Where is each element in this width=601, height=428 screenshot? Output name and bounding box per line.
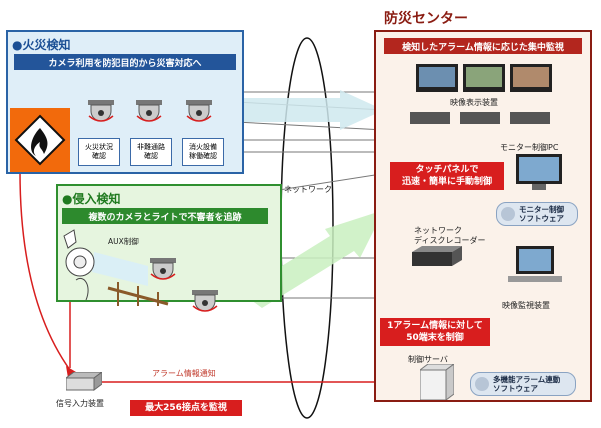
intrusion-title: ●侵入検知: [62, 192, 121, 206]
aux-control-label: AUX制御: [108, 237, 139, 246]
touch-panel-pc: [516, 154, 562, 190]
dome-camera-icon: [186, 100, 212, 122]
alarm-notice-label: アラーム情報通知: [152, 369, 216, 378]
dome-camera-icon: [88, 100, 114, 122]
touch-panel-callout: タッチパネルで迅速・簡単に手動制御: [390, 162, 504, 190]
network-recorder: [412, 246, 462, 266]
signal-input-device: [66, 372, 102, 391]
center-title: 防災センター: [384, 11, 468, 27]
display-monitors: [416, 64, 552, 92]
dome-camera-icon: [150, 258, 176, 280]
fire-flow-arrow: [236, 90, 384, 130]
gear-icon: [501, 207, 515, 221]
monitor-software-badge: モニター制御ソフトウェア: [496, 202, 578, 226]
dome-camera-icon: [192, 290, 218, 312]
fire-purpose-box: 非難通路確認: [130, 138, 172, 166]
server-label: 制御サーバ: [408, 355, 448, 364]
fire-purpose-box: 消火設備稼働確認: [182, 138, 224, 166]
recorder-label: ネットワークディスクレコーダー: [414, 226, 486, 245]
intruder-illustration: [63, 229, 169, 306]
network-ellipse: [280, 37, 334, 419]
display-device-label: 映像表示装置: [450, 98, 498, 107]
fire-header-bar: カメラ利用を防犯目的から災害対応へ: [14, 54, 236, 70]
alarm-software-badge: 多機能アラーム連動ソフトウェア: [470, 372, 576, 396]
max-points-callout: 最大256接点を監視: [130, 400, 242, 416]
monitor-pc-label: モニター制御PC: [500, 143, 559, 152]
fire-detection-panel: ●火災検知 カメラ利用を防犯目的から災害対応へ 火災状況確認 非難通路確認 消火…: [6, 30, 244, 174]
control-server-icon: [420, 364, 454, 400]
center-header-bar: 検知したアラーム情報に応じた集中監視: [384, 38, 582, 54]
video-monitor-station: [508, 246, 562, 282]
fire-purpose-box: 火災状況確認: [78, 138, 120, 166]
video-monitor-label: 映像監視装置: [502, 301, 550, 310]
intrusion-detection-panel: ●侵入検知 複数のカメラとライトで不審者を追跡: [56, 184, 282, 302]
dome-camera-icon: [136, 100, 162, 122]
alarm-path-fire: [19, 171, 71, 371]
fire-title: ●火災検知: [12, 38, 71, 52]
decoder-units: [410, 112, 550, 124]
signal-device-label: 信号入力装置: [56, 399, 104, 408]
fire-warning-icon: [10, 108, 70, 172]
gear-icon: [475, 377, 489, 391]
network-label: ネットワーク: [284, 185, 332, 194]
intrusion-header-bar: 複数のカメラとライトで不審者を追跡: [62, 208, 268, 224]
